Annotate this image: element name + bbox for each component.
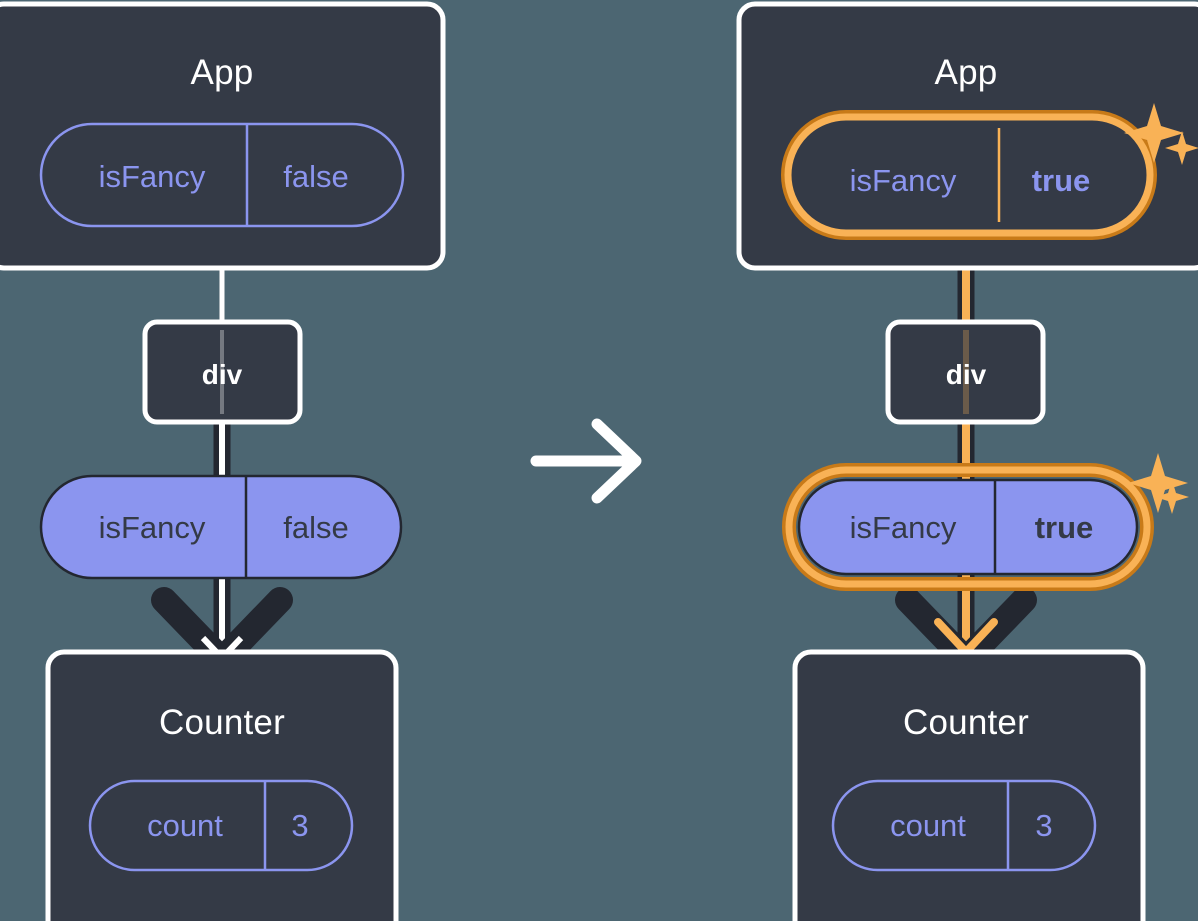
transition-arrow	[530, 418, 642, 504]
counter-pill-before[interactable]	[88, 779, 354, 872]
div-box-after[interactable]	[885, 319, 1046, 425]
passed-pill-after[interactable]	[797, 478, 1139, 576]
counter-box-after[interactable]	[792, 649, 1146, 921]
sparkle-icon-app-pill	[1124, 103, 1198, 165]
passed-pill-before[interactable]	[39, 474, 403, 580]
panel-after	[736, 1, 1198, 921]
app-box-before[interactable]	[0, 1, 446, 271]
app-pill-before[interactable]	[39, 122, 405, 228]
panel-before	[0, 1, 446, 921]
passed-pill-highlight-inner-after	[785, 466, 1151, 588]
div-box-before[interactable]	[142, 319, 303, 425]
sparkle-icon-passed-pill	[1128, 453, 1189, 514]
counter-box-before[interactable]	[45, 649, 399, 921]
app-pill-highlight-inner-after	[784, 113, 1154, 237]
counter-pill-after[interactable]	[831, 779, 1097, 872]
